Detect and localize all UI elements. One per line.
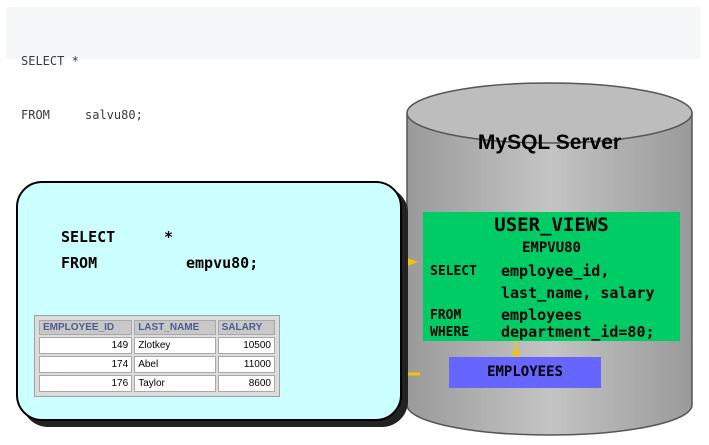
view-def-value: department_id=80; xyxy=(501,323,655,341)
base-table-box: EMPLOYEES xyxy=(449,357,601,388)
table-cell: 174 xyxy=(39,356,133,373)
view-name: EMPVU80 xyxy=(521,240,581,256)
table-cell: 11000 xyxy=(217,356,275,373)
table-cell: Taylor xyxy=(134,375,216,392)
view-definition-box: USER_VIEWS EMPVU80 SELECT employee_id, l… xyxy=(423,212,680,341)
table-cell: 8600 xyxy=(217,375,275,392)
column-header: SALARY xyxy=(217,320,275,335)
table-header-row: EMPLOYEE_ID LAST_NAME SALARY xyxy=(39,320,275,335)
code-from-value: salvu80; xyxy=(85,108,143,122)
view-def-value: employee_id, xyxy=(501,262,610,280)
view-def-keyword: WHERE xyxy=(430,325,470,340)
code-line-select: SELECT * xyxy=(21,54,79,68)
query-select-keyword: SELECT xyxy=(61,228,116,246)
table-cell: Zlotkey xyxy=(134,337,216,354)
code-line-from: FROM salvu80; xyxy=(21,106,686,124)
view-def-value: last_name, salary xyxy=(501,284,655,302)
table-cell: 176 xyxy=(39,375,133,392)
column-header: LAST_NAME xyxy=(134,320,216,335)
server-title: MySQL Server xyxy=(477,131,622,154)
table-row: 176 Taylor 8600 xyxy=(39,375,275,392)
column-header: EMPLOYEE_ID xyxy=(39,320,133,335)
code-from-keyword: FROM xyxy=(21,108,50,122)
table-row: 174 Abel 11000 xyxy=(39,356,275,373)
view-def-keyword: SELECT xyxy=(430,264,477,279)
query-from-keyword: FROM xyxy=(61,254,98,272)
table-cell: 10500 xyxy=(217,337,275,354)
table-cell: Abel xyxy=(134,356,216,373)
table-row: 149 Zlotkey 10500 xyxy=(39,337,275,354)
query-from-value: empvu80; xyxy=(186,254,259,272)
table-cell: 149 xyxy=(39,337,133,354)
base-table-label: EMPLOYEES xyxy=(487,364,563,380)
result-table: EMPLOYEE_ID LAST_NAME SALARY 149 Zlotkey… xyxy=(34,315,280,397)
view-def-value: employees xyxy=(501,306,583,324)
query-select-value: * xyxy=(164,228,174,246)
view-def-keyword: FROM xyxy=(430,308,462,323)
code-block: SELECT * FROM salvu80; xyxy=(6,7,701,122)
arrow-view-to-table xyxy=(512,341,520,362)
view-catalog-title: USER_VIEWS xyxy=(494,214,609,236)
cylinder-top xyxy=(406,82,693,144)
